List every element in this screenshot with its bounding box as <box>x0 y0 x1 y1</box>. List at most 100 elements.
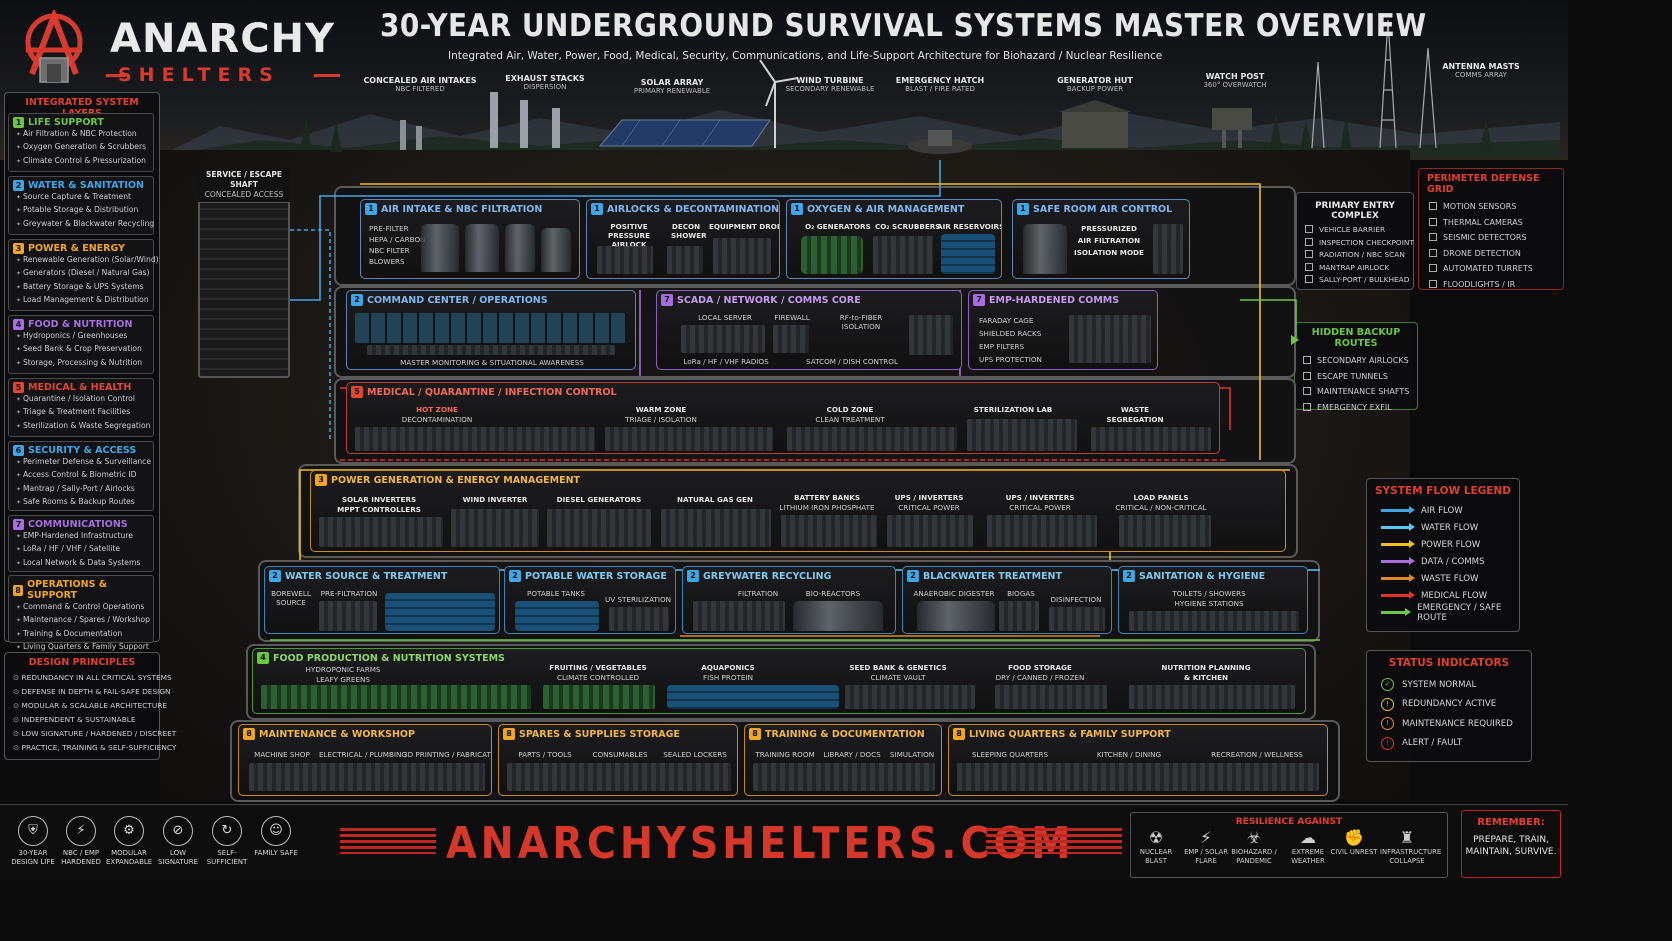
perimeter-item: THERMAL CAMERAS <box>1419 215 1563 231</box>
backup-item: SECONDARY AIRLOCKS <box>1295 353 1417 369</box>
principle-item: INDEPENDENT & SUSTAINABLE <box>5 713 159 727</box>
backup-routes-panel[interactable]: HIDDEN BACKUP ROUTES SECONDARY AIRLOCKS … <box>1294 322 1418 412</box>
resilience-weather: ☁EXTREME WEATHER <box>1284 828 1332 865</box>
legend-water-flow: WATER FLOW <box>1367 519 1519 536</box>
footer-low-signature: ⊘LOW SIGNATURE <box>155 816 201 867</box>
resilience-panel: RESILIENCE AGAINST <box>1130 812 1448 878</box>
status-normal: ✓SYSTEM NORMAL <box>1367 675 1531 695</box>
website-url[interactable]: ANARCHYSHELTERS.COM <box>446 818 1075 869</box>
modules-icon: ⚙ <box>114 816 144 846</box>
shield-30-icon: ⛨ <box>18 816 48 846</box>
resilience-biohazard: ☣BIOHAZARD / PANDEMIC <box>1231 828 1277 865</box>
status-alert-icon: ! <box>1381 736 1394 750</box>
design-principles-panel: DESIGN PRINCIPLES REDUNDANCY IN ALL CRIT… <box>4 652 177 760</box>
legend-power-flow: POWER FLOW <box>1367 536 1519 553</box>
status-indicators-title: STATUS INDICATORS <box>1388 657 1510 669</box>
page-title: 30-YEAR UNDERGROUND SURVIVAL SYSTEMS MAS… <box>380 8 1427 44</box>
legend-waste-flow: WASTE FLOW <box>1367 570 1519 587</box>
resilience-title: RESILIENCE AGAINST <box>1235 817 1343 827</box>
family-icon: ☺ <box>261 816 291 846</box>
footer-self-sufficient: ↻SELF-SUFFICIENT <box>204 816 250 867</box>
brand-name: ANARCHY <box>110 16 335 62</box>
perimeter-item: MOTION SENSORS <box>1419 199 1563 215</box>
radiation-icon: ☢ <box>1148 828 1164 847</box>
surface-structures <box>300 19 1492 154</box>
remember-title: REMEMBER: <box>1477 817 1545 828</box>
resilience-nuclear: ☢NUCLEAR BLAST <box>1132 828 1180 865</box>
status-maintenance-icon: ! <box>1381 717 1394 731</box>
principle-item: LOW SIGNATURE / HARDENED / DISCREET <box>5 727 177 741</box>
perimeter-item: DRONE DETECTION <box>1419 246 1563 262</box>
brand-logo[interactable]: ANARCHY SHELTERS <box>14 8 344 86</box>
brand-sub: SHELTERS <box>118 64 280 86</box>
status-maintenance: !MAINTENANCE REQUIRED <box>1367 714 1531 734</box>
resilience-unrest: ✊CIVIL UNREST <box>1330 828 1378 856</box>
brand-bar-right <box>314 74 340 77</box>
resilience-emp: ⚡EMP / SOLAR FLARE <box>1182 828 1230 865</box>
entry-item: RADIATION / NBC SCAN <box>1297 249 1413 262</box>
principle-item: MODULAR & SCALABLE ARCHITECTURE <box>5 699 168 713</box>
entry-item: INSPECTION CHECKPOINT <box>1297 237 1414 250</box>
legend-emergency-route: EMERGENCY / SAFE ROUTE <box>1367 603 1519 623</box>
website-stripe-right <box>986 828 1122 854</box>
resilience-infrastructure: ♜INFRASTRUCTURE COLLAPSE <box>1380 828 1442 865</box>
footer-modular: ⚙MODULAR EXPANDABLE <box>106 816 152 867</box>
footer-nbc-emp: ⚡NBC / EMP HARDENED <box>58 816 104 867</box>
brand-bar-left <box>106 74 126 77</box>
perimeter-defense-panel[interactable]: PERIMETER DEFENSE GRID MOTION SENSORS TH… <box>1418 168 1564 290</box>
backup-item: MAINTENANCE SHAFTS <box>1295 384 1417 400</box>
remember-box: REMEMBER: PREPARE, TRAIN, MAINTAIN, SURV… <box>1461 810 1561 878</box>
primary-entry-panel[interactable]: PRIMARY ENTRY COMPLEX VEHICLE BARRIER IN… <box>1296 192 1414 290</box>
footer-bar <box>0 804 1568 882</box>
status-redundancy-icon: ! <box>1381 697 1394 711</box>
backup-item: EMERGENCY EXFIL <box>1295 400 1417 416</box>
footer-family-safe: ☺FAMILY SAFE <box>253 816 299 858</box>
unrest-icon: ✊ <box>1344 828 1364 847</box>
storm-icon: ☁ <box>1300 828 1316 847</box>
entry-item: VEHICLE BARRIER <box>1297 224 1413 237</box>
design-principles-title: DESIGN PRINCIPLES <box>28 657 136 668</box>
infrastructure-icon: ♜ <box>1399 828 1415 847</box>
cycle-icon: ↻ <box>212 816 242 846</box>
entry-item: SALLY-PORT / BULKHEAD <box>1297 274 1413 287</box>
emp-icon: ⚡ <box>1200 828 1212 847</box>
primary-entry-title: PRIMARY ENTRY COMPLEX <box>1315 201 1395 221</box>
shield-emp-icon: ⚡ <box>66 816 96 846</box>
backup-routes-title: HIDDEN BACKUP ROUTES <box>1311 327 1401 349</box>
